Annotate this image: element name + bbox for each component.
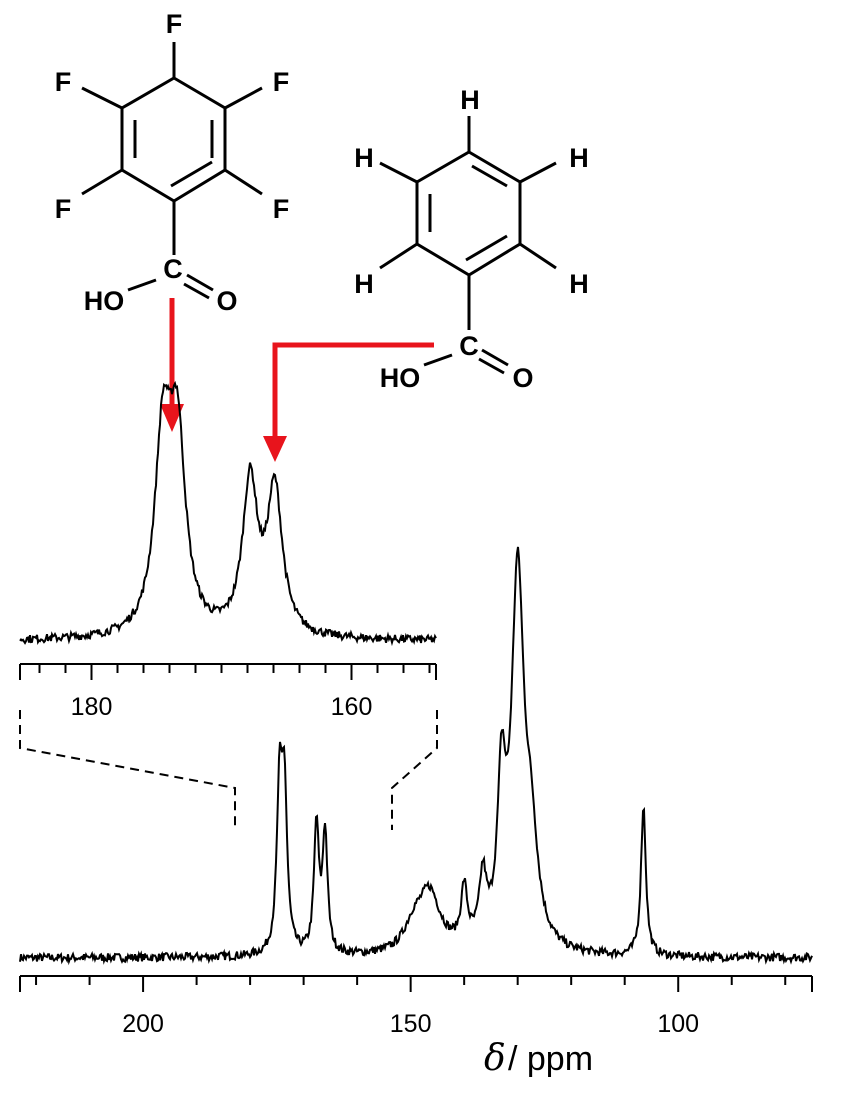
- benzoic-acid-structure: [379, 116, 557, 375]
- atom-label: F: [55, 67, 72, 97]
- main-ticks: [19, 976, 813, 992]
- pfba-bond-f-ur: [224, 86, 263, 110]
- atom-label: F: [273, 67, 290, 97]
- pfba-double-bond: [170, 160, 213, 188]
- atom-label: C: [459, 331, 479, 361]
- pfba-ring: [120, 76, 227, 203]
- ba-assignment-arrow: [272, 342, 434, 440]
- atom-label: F: [273, 194, 290, 224]
- tick-label: 150: [390, 1010, 432, 1038]
- assignment-arrows: [160, 298, 434, 462]
- pfba-bond-f-ll: [81, 168, 123, 196]
- main-spectrum-panel: 200 150 100 δ / ppm: [19, 546, 813, 1079]
- tick-label: 180: [71, 693, 113, 721]
- atom-label: H: [569, 269, 589, 299]
- inset-spectrum-trace: [19, 380, 437, 647]
- ba-bond-h-ll: [379, 242, 418, 270]
- zoom-connector-left: [19, 710, 236, 830]
- pfba-bond-f-lr: [224, 168, 263, 196]
- x-axis-label-symbol: δ: [484, 1038, 506, 1079]
- atom-label: HO: [380, 363, 421, 393]
- ba-bond-c-oh: [423, 353, 453, 367]
- atom-label: H: [354, 269, 374, 299]
- pentafluorobenzoic-acid-structure: [81, 42, 263, 300]
- atom-label: O: [216, 286, 237, 316]
- pfba-bond-f-ul: [81, 86, 123, 110]
- ba-bond-h-lr: [519, 242, 557, 270]
- atom-label: F: [166, 9, 183, 39]
- zoom-connector-right: [391, 710, 438, 830]
- inset-ticks: [19, 664, 437, 680]
- atom-label: F: [55, 194, 72, 224]
- tick-label: 200: [122, 1010, 164, 1038]
- tick-label: 160: [331, 693, 373, 721]
- inset-tick-labels: 180 160: [71, 693, 373, 721]
- ba-bond-h-ur: [519, 161, 557, 184]
- pfba-arrowhead: [160, 404, 184, 432]
- pfba-bond-c-o: [186, 273, 214, 292]
- atom-label: HO: [84, 286, 125, 316]
- pfba-atom-labels: F F F F F C HO O: [55, 9, 290, 316]
- ba-double-bond: [465, 234, 508, 262]
- zoom-connector: [19, 710, 438, 830]
- ba-bond-h-ul: [379, 161, 418, 184]
- inset-spectrum-panel: 180 160: [19, 380, 437, 721]
- ba-atom-labels: H H H H H C HO O: [354, 85, 589, 393]
- ba-bond-c-o-2: [478, 357, 505, 375]
- pfba-bond-c-o-2: [183, 282, 210, 300]
- ba-arrowhead: [263, 436, 287, 462]
- tick-label: 100: [657, 1010, 699, 1038]
- atom-label: C: [163, 254, 183, 284]
- main-tick-labels: 200 150 100: [122, 1010, 699, 1038]
- main-spectrum-trace: [19, 546, 813, 966]
- atom-label: H: [354, 143, 374, 173]
- ba-double-bond: [471, 164, 508, 188]
- ba-ring: [415, 150, 522, 277]
- atom-label: O: [512, 363, 533, 393]
- ba-bond-c-o: [481, 348, 509, 367]
- atom-label: H: [569, 143, 589, 173]
- atom-label: H: [460, 85, 480, 115]
- pfba-bond-c-oh: [127, 278, 157, 292]
- x-axis-label-unit: / ppm: [508, 1040, 593, 1078]
